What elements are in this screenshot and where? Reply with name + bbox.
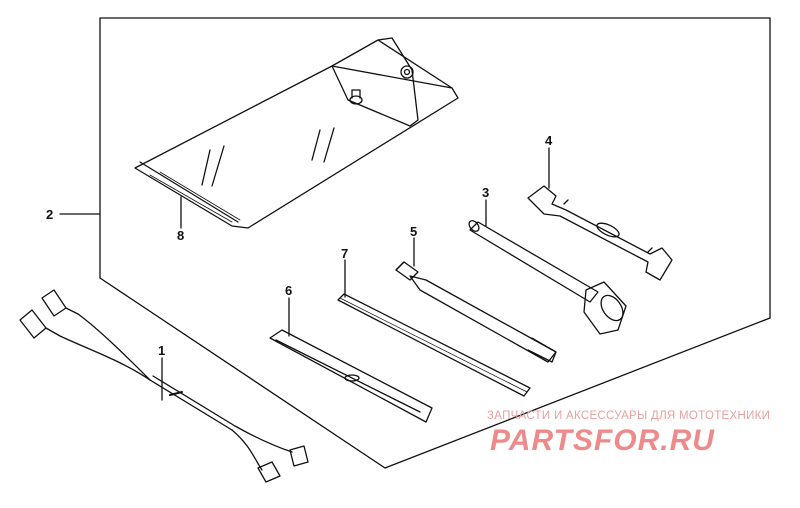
flat-lever (269, 329, 433, 423)
watermark-logo: PARTSFOR.RU (490, 424, 715, 457)
callout-1: 1 (158, 343, 165, 358)
watermark-tagline: ЗАПЧАСТИ И АКСЕССУАРЫ ДЛЯ МОТОТЕХНИКИ (487, 410, 771, 422)
plug-wrench (468, 220, 627, 335)
spanner (527, 185, 673, 281)
callout-8: 8 (177, 228, 184, 243)
callout-6: 6 (285, 283, 292, 298)
callout-7: 7 (341, 246, 348, 261)
screwdriver (395, 261, 557, 363)
callout-2: 2 (46, 207, 53, 222)
tool-rod (337, 293, 531, 397)
tool-bag (134, 37, 459, 229)
callout-3: 3 (482, 185, 489, 200)
wire-harness (19, 289, 309, 483)
callout-5: 5 (410, 224, 417, 239)
kit-outline-bottom (99, 277, 771, 469)
callout-4: 4 (545, 133, 553, 148)
kit-outline (99, 17, 771, 319)
